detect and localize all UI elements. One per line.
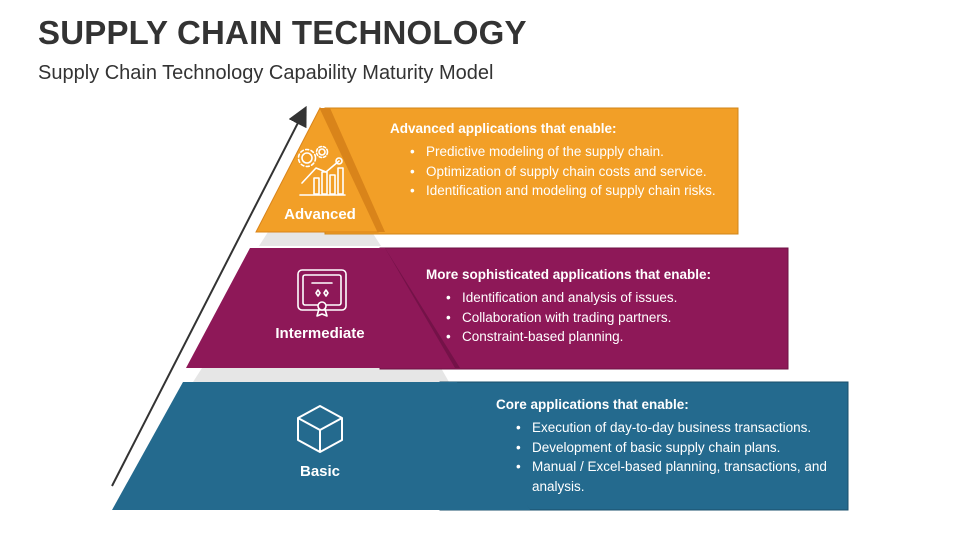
- advanced-tier: [255, 106, 379, 233]
- advanced-bullet: Optimization of supply chain costs and s…: [410, 162, 735, 182]
- growth-arrow: [111, 105, 307, 487]
- advanced-label: Advanced: [284, 206, 356, 223]
- advanced-side: [320, 108, 385, 232]
- advanced-description: Advanced applications that enable: Predi…: [390, 121, 735, 201]
- advanced-bullet: Identification and modeling of supply ch…: [410, 181, 716, 201]
- cube-icon: [297, 405, 343, 453]
- basic-description: Core applications that enable: Execution…: [496, 397, 841, 496]
- advanced-bullet: Predictive modeling of the supply chain.: [410, 142, 735, 162]
- basic-bullet: Development of basic supply chain plans.: [516, 438, 841, 458]
- intermediate-bullet: Identification and analysis of issues.: [446, 288, 776, 308]
- step-middle: [193, 368, 449, 382]
- basic-bullet-list: Execution of day-to-day business transac…: [496, 418, 841, 496]
- intermediate-bullet: Constraint-based planning.: [446, 327, 776, 347]
- page-title: SUPPLY CHAIN TECHNOLOGY: [38, 14, 527, 51]
- basic-bullet: Execution of day-to-day business transac…: [516, 418, 841, 438]
- intermediate-bullet-list: Identification and analysis of issues. C…: [426, 288, 776, 347]
- intermediate-heading: More sophisticated applications that ena…: [426, 267, 712, 282]
- advanced-bullet-list: Predictive modeling of the supply chain.…: [390, 142, 735, 201]
- intermediate-description: More sophisticated applications that ena…: [426, 267, 776, 347]
- page-subtitle: Supply Chain Technology Capability Matur…: [38, 62, 494, 84]
- basic-bullet: Manual / Excel-based planning, transacti…: [516, 457, 832, 496]
- basic-label: Basic: [299, 463, 341, 480]
- advanced-heading: Advanced applications that enable:: [390, 121, 617, 136]
- basic-heading: Core applications that enable:: [496, 397, 689, 412]
- intermediate-label: Intermediate: [275, 325, 365, 342]
- analytics-gears-icon: [297, 145, 346, 196]
- intermediate-bullet: Collaboration with trading partners.: [446, 308, 776, 328]
- step-top: [259, 232, 381, 246]
- certificate-icon: [297, 269, 347, 317]
